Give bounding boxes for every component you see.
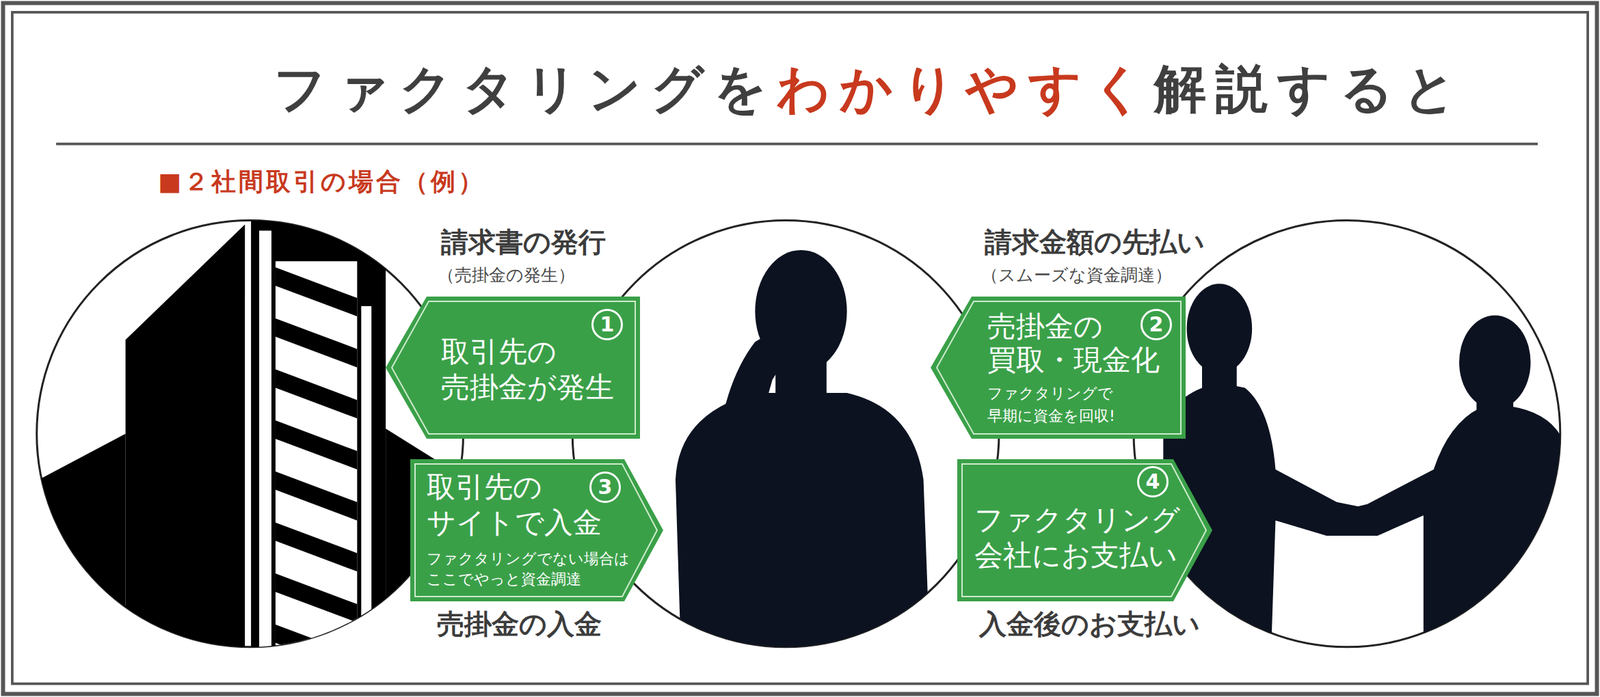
callout-number: 2: [1140, 309, 1172, 341]
callout-number: 1: [591, 309, 623, 341]
arrow-fill: [957, 459, 1213, 602]
arrow-fill: [410, 459, 664, 602]
tower-slat: [275, 624, 357, 675]
title-part: 解説すると: [1154, 58, 1466, 119]
title: ファクタリングをわかりやすく解説すると: [273, 57, 1466, 120]
person-body: [675, 393, 931, 675]
step-subheading: （売掛金の発生）: [437, 265, 576, 286]
step-text: 売掛金の 買取・現金化: [987, 309, 1182, 377]
arrow-fill: [385, 296, 640, 439]
tower-stripe: [361, 306, 372, 675]
phone-person-illustration: [675, 250, 931, 675]
building-block: [125, 224, 246, 675]
step-arrow-box: 3取引先の サイトで入金ファクタリングでない場合は ここでやっと資金調達売掛金の…: [410, 459, 664, 602]
step-subheading: （スムーズな資金調達）: [981, 265, 1172, 286]
step-text: 取引先の サイトで入金: [426, 469, 632, 541]
step-note: ファクタリングで 早期に資金を回収!: [987, 382, 1172, 428]
title-rule: [56, 142, 1538, 146]
step-heading: 請求金額の先払い: [984, 225, 1205, 259]
title-part: わかりやすく: [776, 58, 1155, 119]
building-illustration: [38, 220, 468, 675]
tower-slat: [275, 318, 357, 368]
title-part: ファクタリングを: [273, 58, 777, 119]
arrow-fill: [930, 296, 1186, 439]
step-heading: 入金後のお支払い: [979, 607, 1200, 641]
arrow-inner-line: [415, 464, 658, 597]
tower-slat: [275, 471, 357, 522]
step-arrow-box: 請求書の発行（売掛金の発生）1取引先の 売掛金が発生: [385, 296, 640, 439]
building-wedge: [38, 434, 126, 675]
step-arrow-box: 請求金額の先払い（スムーズな資金調達）2売掛金の 買取・現金化ファクタリングで …: [930, 296, 1186, 439]
arrow-inner-line: [962, 464, 1207, 597]
tower-slat: [275, 369, 357, 420]
handshake-illustration: [1163, 283, 1572, 674]
right-man-body: [1341, 406, 1572, 674]
person-arm: [714, 328, 784, 480]
step-text: ファクタリング 会社にお支払い: [974, 502, 1187, 574]
callout-number: 4: [1137, 466, 1169, 498]
step-arrow-box: 4ファクタリング 会社にお支払い入金後のお支払い: [957, 459, 1213, 602]
step-heading: 請求書の発行: [441, 225, 606, 259]
callout-number: 3: [589, 471, 621, 504]
tower-slat: [275, 267, 357, 317]
inner-frame: [12, 12, 1588, 685]
tower-window: [275, 261, 357, 674]
arrow-inner-line: [391, 301, 636, 435]
tower-slat: [275, 523, 357, 573]
tower-stripe: [259, 231, 272, 675]
tower-slat: [275, 420, 357, 470]
arrow-inner-line: [936, 301, 1181, 435]
step-note: ファクタリングでない場合は ここでやっと資金調達: [426, 549, 640, 591]
section-label: ■２社間取引の場合（例）: [157, 166, 486, 197]
tower-slat: [275, 573, 357, 623]
step-heading: 売掛金の入金: [436, 607, 602, 641]
step-text: 取引先の 売掛金が発生: [441, 334, 636, 406]
building-tower: [250, 220, 386, 675]
